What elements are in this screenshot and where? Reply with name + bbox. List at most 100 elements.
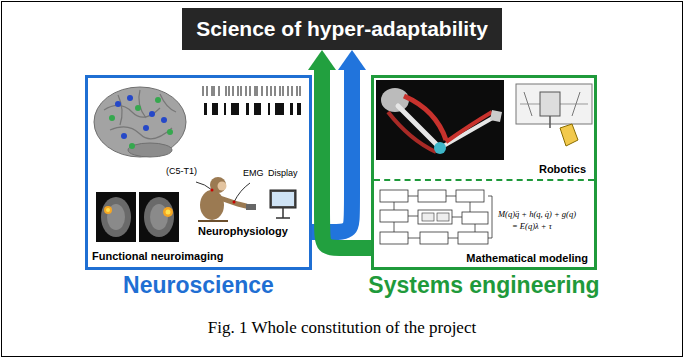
block-diagram: [458, 232, 488, 244]
monkey-setup: [200, 190, 224, 220]
signal-label: (C5-T1): [166, 166, 197, 176]
gripper-device: [516, 84, 592, 146]
systems-engineering-panel: Systems engineeringRoboticsMathematical …: [371, 75, 597, 270]
spike-trains: [231, 103, 239, 115]
monkey-setup: [218, 182, 227, 191]
robot-arm-image: [381, 88, 409, 112]
gripper-device: [549, 116, 551, 128]
fmri-images: [144, 197, 174, 237]
robot-arm-image: [388, 112, 436, 152]
fmri-images: [96, 192, 136, 242]
fmri-images: [163, 207, 173, 217]
monkey-setup: [211, 189, 214, 192]
spike-trains: [212, 103, 218, 115]
robotics-section: Robotics: [374, 78, 594, 181]
monkey-setup: [272, 192, 294, 206]
robot-arm-image: [434, 142, 446, 154]
gripper-device: [560, 124, 578, 146]
block-diagram: [380, 190, 492, 244]
section-label: Robotics: [539, 163, 586, 175]
spike-trains: [268, 103, 270, 115]
arrow-head: [308, 50, 336, 70]
brain-image: [128, 143, 172, 157]
brain-image: [135, 105, 141, 111]
robot-arm-image: [376, 80, 504, 160]
spike-trains: [290, 103, 293, 115]
image-label: Neurophysiology: [198, 225, 288, 238]
connector-arrow: [308, 50, 371, 248]
spike-trains: [203, 86, 301, 115]
spike-trains: [297, 103, 301, 115]
equation-text: = E(q)λ + τ: [512, 222, 552, 232]
block-diagram: [462, 212, 488, 224]
signal-label: EMG: [243, 168, 264, 178]
fmri-images: [166, 210, 171, 215]
spike-trains: [204, 103, 207, 115]
brain-image: [104, 90, 176, 139]
brain-image: [149, 111, 155, 117]
monkey-setup: [220, 198, 246, 206]
monkey-setup: [196, 182, 212, 190]
gripper-device: [524, 92, 580, 116]
fmri-images: [96, 192, 179, 242]
gripper-device: [516, 84, 592, 124]
panel-heading: Systems engineering: [344, 272, 624, 299]
brain-image: [155, 97, 161, 103]
robot-arm-image: [446, 112, 492, 142]
monkey-setup: [196, 177, 296, 221]
block-diagram: [420, 232, 448, 244]
monkey-setup: [270, 190, 296, 208]
fmri-images: [106, 208, 110, 212]
fmri-images: [139, 192, 179, 242]
brain-image: [127, 95, 133, 101]
brain-image: [115, 101, 121, 107]
spike-trains: [203, 86, 300, 96]
block-diagram: [456, 190, 484, 202]
block-diagram: [380, 210, 408, 222]
block-diagram: [394, 196, 492, 238]
robot-arm-image: [490, 110, 502, 122]
spike-trains: [254, 103, 261, 115]
monkey-setup: [233, 201, 236, 204]
monkey-setup: [234, 183, 250, 202]
title-text: Science of hyper-adaptability: [196, 16, 488, 42]
equation-text: M(q)q̈ + h(q, q̇) + g(q): [498, 210, 576, 220]
panel-heading: Neuroscience: [58, 272, 339, 299]
brain-image: [94, 87, 186, 157]
spike-trains: [224, 103, 226, 115]
monkey-setup: [210, 177, 226, 193]
brain-image: [109, 115, 115, 121]
block-diagram: [380, 232, 408, 244]
brain-image: [161, 117, 167, 123]
robot-arm-image: [440, 116, 496, 148]
brain-image: [121, 133, 127, 139]
gripper-device: [540, 92, 560, 116]
figure-caption: Fig. 1 Whole constitution of the project: [0, 318, 684, 338]
section-label: Mathematical modeling: [466, 252, 588, 264]
arrow-shaft: [322, 69, 371, 248]
brain-image: [94, 87, 186, 157]
block-diagram: [380, 190, 408, 202]
device-label: Display: [268, 168, 298, 178]
modeling-section: Mathematical modeling: [374, 183, 594, 267]
arrow-head: [338, 50, 366, 70]
block-diagram: [437, 213, 449, 221]
monkey-setup: [276, 208, 290, 218]
block-diagram: [418, 210, 452, 224]
brain-image: [167, 129, 173, 135]
fmri-images: [104, 206, 112, 214]
monkey-setup: [246, 204, 256, 210]
title-box: Science of hyper-adaptability: [182, 8, 502, 50]
spike-trains: [246, 103, 249, 115]
image-label: Functional neuroimaging: [92, 250, 223, 263]
brain-image: [143, 125, 149, 131]
robot-arm-image: [376, 80, 504, 160]
brain-image: [129, 143, 135, 149]
block-diagram: [418, 190, 446, 202]
